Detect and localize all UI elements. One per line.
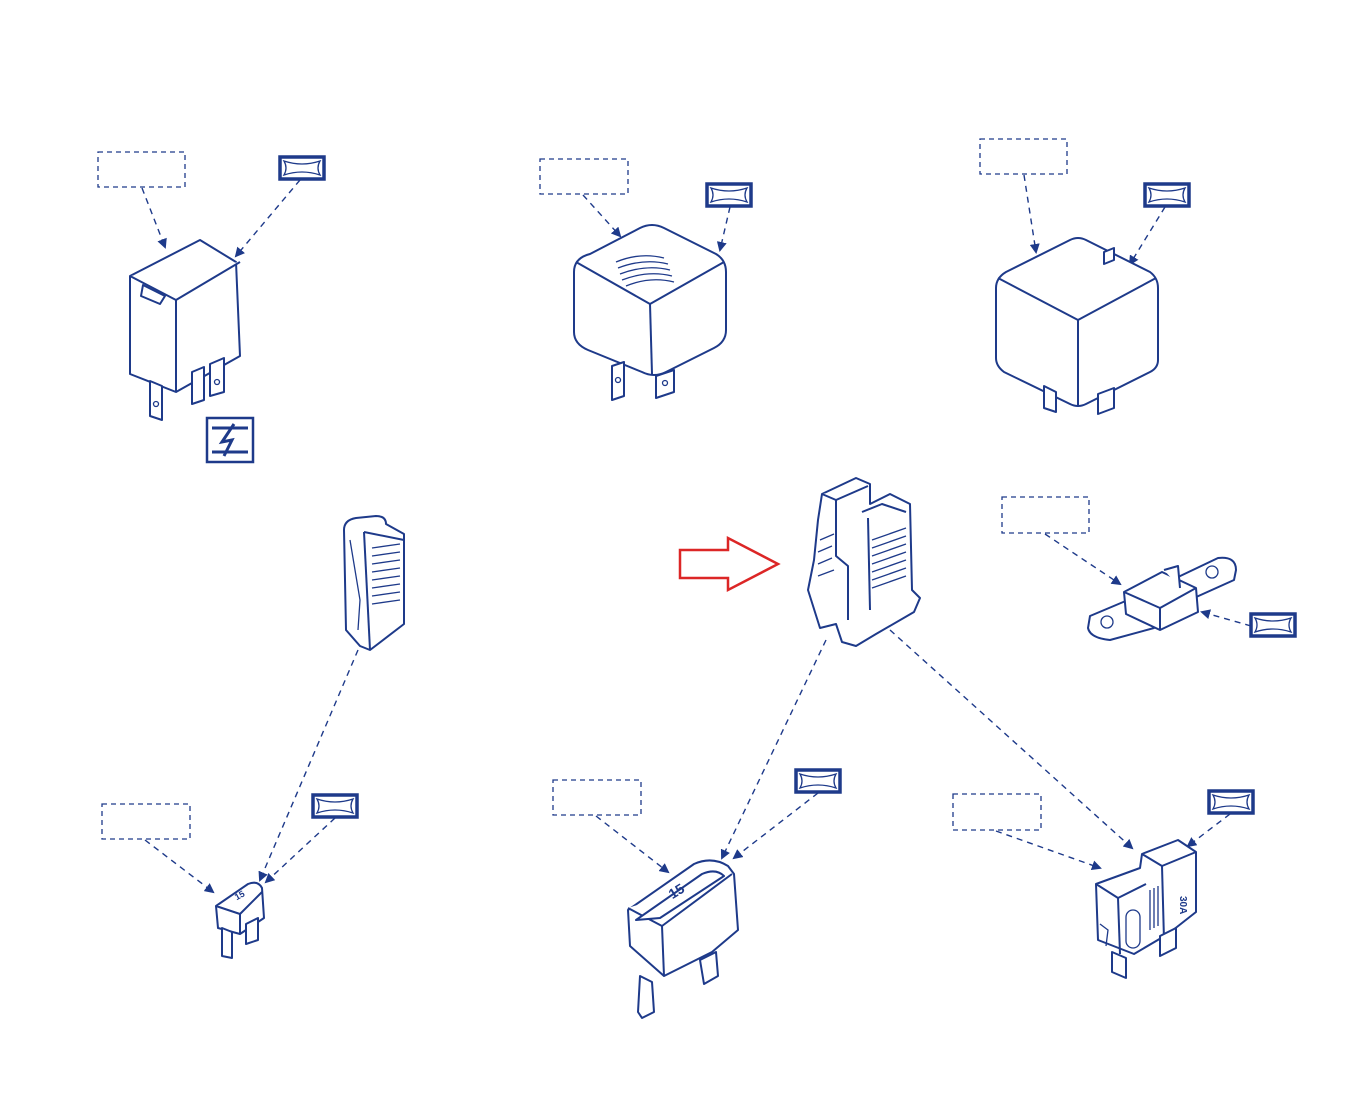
fuse-icon (1087, 556, 1237, 641)
midi-fuse[interactable] (1001, 496, 1297, 641)
relay-large[interactable] (979, 138, 1191, 415)
maxi-fuse-rating: 30A (1177, 896, 1188, 914)
ref-box-relay-small (97, 151, 186, 188)
part-tag-icon (278, 155, 326, 181)
standard-fuse[interactable]: 15 (552, 768, 842, 1019)
ref-box-standard-fuse (552, 779, 642, 816)
ref-box-maxi-fuse (952, 793, 1042, 831)
ref-box-relay-large (979, 138, 1068, 175)
fuse-icon: 15 (627, 859, 739, 1019)
fuse-holder-icon (807, 477, 921, 647)
ref-box-relay-medium (539, 158, 629, 195)
mini-fuse[interactable]: 15 (101, 793, 359, 959)
part-tag-icon (1207, 789, 1255, 815)
relay-medium[interactable] (539, 158, 753, 401)
standard-fuse-rating: 15 (666, 880, 688, 902)
pointer-arrow-icon (678, 535, 781, 593)
relay-icon (995, 237, 1159, 415)
fuse-icon: 15 (215, 881, 265, 959)
relay-icon (573, 224, 727, 401)
ref-box-midi-fuse (1001, 496, 1090, 534)
maxi-fuse[interactable]: 30A (952, 789, 1255, 979)
fuse-holder[interactable] (720, 477, 1134, 860)
electrical-symbol-icon (205, 416, 255, 464)
part-tag-icon (1249, 612, 1297, 638)
part-tag-icon (705, 182, 753, 208)
fuse-puller-icon (343, 515, 405, 651)
mini-fuse-rating: 15 (233, 889, 247, 903)
part-tag-icon (794, 768, 842, 794)
ref-box-mini-fuse (101, 803, 191, 840)
part-tag-icon (1143, 182, 1191, 208)
part-tag-icon (311, 793, 359, 819)
fuse-puller[interactable] (258, 515, 405, 882)
relay-icon (129, 239, 241, 421)
relay-small[interactable] (97, 151, 326, 464)
fuse-icon: 30A (1095, 839, 1197, 979)
